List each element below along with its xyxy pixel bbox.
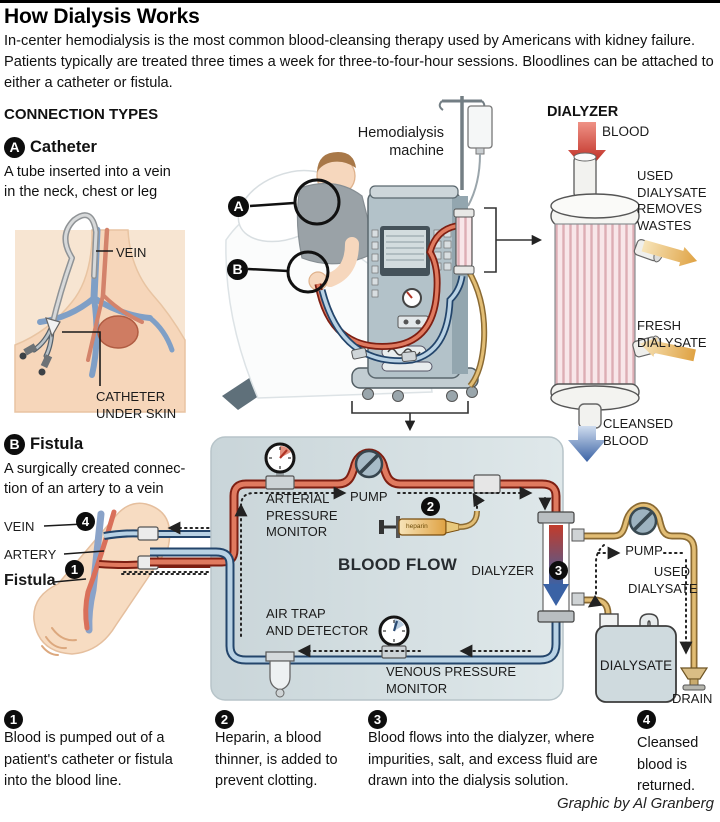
pump-top-label: PUMP xyxy=(350,489,388,504)
flow-used-dialysate-label: USED DIALYSATE xyxy=(628,564,698,596)
blood-in-label: BLOOD xyxy=(602,124,650,139)
pump-right-label: PUMP xyxy=(625,543,663,558)
fresh-dialysate-label: FRESH DIALYSATE xyxy=(637,318,707,350)
hemodialysis-machine-illustration xyxy=(247,96,543,432)
connection-types-heading: CONNECTION TYPES xyxy=(4,106,159,123)
patient-badge-b: B xyxy=(227,259,248,280)
footnote-3-badge: 3 xyxy=(368,710,387,729)
catheter-title: Catheter xyxy=(30,138,97,156)
arm-out-badge-1: 1 xyxy=(65,560,84,579)
heparin-badge-2: 2 xyxy=(421,497,440,516)
dialysate-jug-label: DIALYSATE xyxy=(599,658,673,673)
hemodialysis-machine-label: Hemodialysis machine xyxy=(357,125,444,159)
catheter-badge-a: A xyxy=(4,137,25,158)
venous-monitor-label: VENOUS PRESSURE MONITOR xyxy=(386,664,517,696)
arm-return-badge-4: 4 xyxy=(76,512,95,531)
footnote-1-badge: 1 xyxy=(4,710,23,729)
footnote-3-text: Blood flows into the dialyzer, where imp… xyxy=(368,730,598,789)
intro-paragraph: In-center hemodialysis is the most commo… xyxy=(4,33,714,91)
arterial-monitor-label: ARTERIAL PRESSURE MONITOR xyxy=(266,491,338,539)
patient-badge-a: A xyxy=(228,196,249,217)
used-dialysate-label: USED DIALYSATE REMOVES WASTES xyxy=(637,168,707,233)
drain-label: DRAIN xyxy=(672,691,713,706)
flow-dialyzer-badge-3: 3 xyxy=(549,561,568,580)
blood-flow-panel xyxy=(123,436,709,703)
arm-vein-label: VEIN xyxy=(4,519,35,534)
top-rule xyxy=(0,0,720,3)
footnote-4-text: Cleansed blood is returned. xyxy=(637,735,699,794)
neck-vein-label: VEIN xyxy=(116,245,147,260)
cleansed-blood-label: CLEANSED BLOOD xyxy=(603,416,674,448)
arm-artery-label: ARTERY xyxy=(4,547,57,562)
air-trap-label: AIR TRAP AND DETECTOR xyxy=(266,606,369,638)
footnote-2-text: Heparin, a blood thinner, is added to pr… xyxy=(215,730,338,789)
blood-flow-title: BLOOD FLOW xyxy=(338,555,458,574)
fistula-description: A surgically created connec- tion of an … xyxy=(4,461,186,497)
footnote-1-text: Blood is pumped out of a patient's cathe… xyxy=(4,730,173,789)
fistula-title: Fistula xyxy=(30,435,84,453)
page-title: How Dialysis Works xyxy=(4,5,200,28)
catheter-description: A tube inserted into a vein in the neck,… xyxy=(4,164,171,200)
flow-dialyzer-label: DIALYZER xyxy=(471,563,534,578)
flow-return-badge-4: 4 xyxy=(637,710,656,729)
credit-line: Graphic by Al Granberg xyxy=(556,795,714,812)
dialyzer-heading: DIALYZER xyxy=(547,104,619,120)
dialyzer-illustration xyxy=(550,122,698,462)
fistula-badge-b: B xyxy=(4,434,25,455)
fistula-arm-illustration xyxy=(33,502,215,656)
arm-fistula-label: Fistula xyxy=(4,572,56,589)
catheter-under-skin-label: CATHETER UNDER SKIN xyxy=(96,389,177,421)
syringe-heparin-label: heparin xyxy=(406,523,428,530)
footnote-2-badge: 2 xyxy=(215,710,234,729)
catheter-neck-illustration xyxy=(14,212,186,413)
